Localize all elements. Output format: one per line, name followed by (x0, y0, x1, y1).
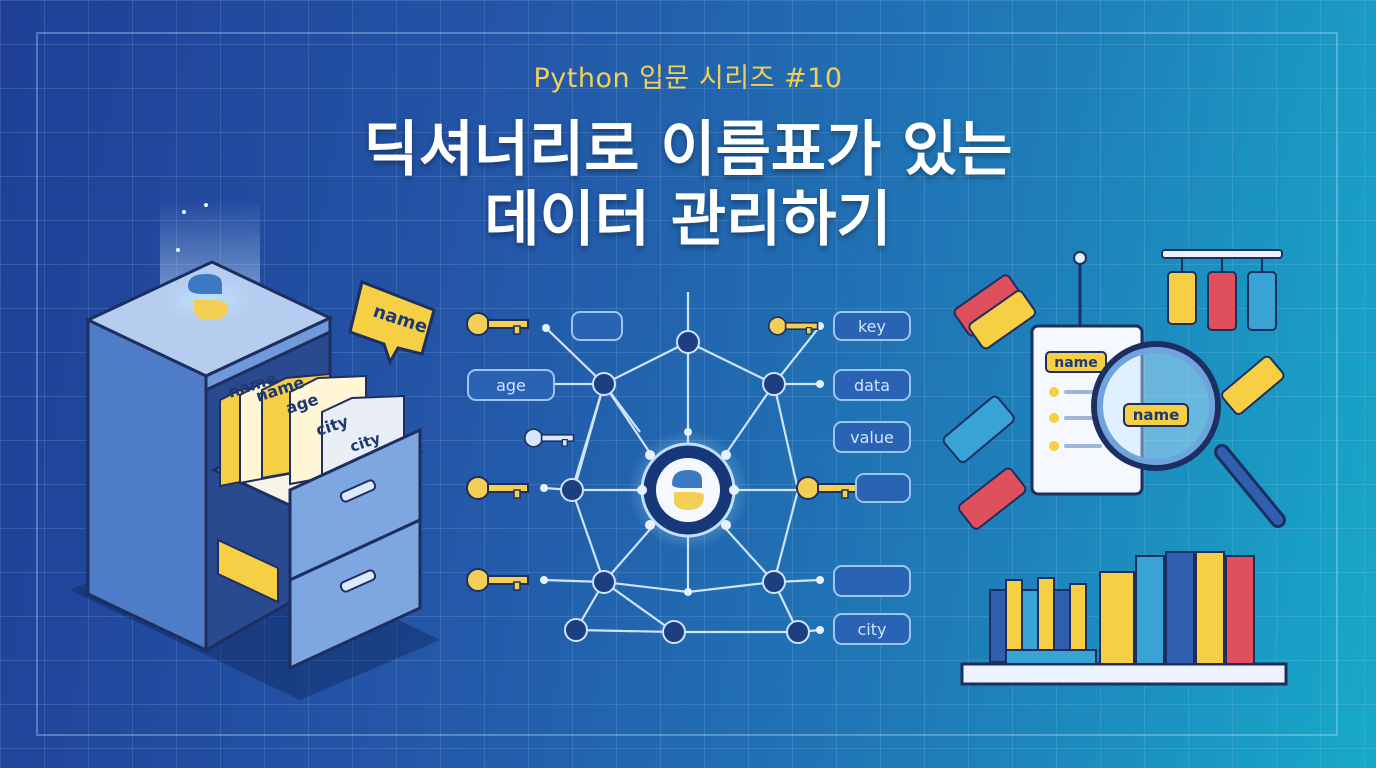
red-tag-icon (957, 467, 1027, 530)
dictionary-network (540, 292, 824, 644)
hanging-tag-icon (1247, 258, 1277, 331)
label-boxes: age key data value city (467, 311, 911, 645)
loose-tags (942, 274, 1285, 530)
hub-python-logo-icon (672, 470, 704, 510)
key-icon (524, 428, 575, 448)
inner-frame (36, 32, 1338, 736)
key-icon (796, 476, 857, 500)
hanging-tag-icon (1167, 258, 1197, 325)
folder-stack: name name age city city (219, 368, 405, 500)
hanging-tag-icon (1207, 258, 1237, 331)
key-icon (768, 316, 819, 336)
key-icon (466, 568, 529, 592)
tag-rail (1161, 249, 1283, 331)
yellow-tag-icon (1221, 355, 1285, 415)
key-icon (466, 312, 529, 336)
box-label-age: age (496, 376, 526, 395)
series-label: Python 입문 시리즈 #10 (533, 63, 843, 94)
bookshelf-icon (960, 551, 1288, 686)
name-bubble: name (348, 279, 436, 366)
python-logo-icon (188, 274, 228, 320)
key-icon (466, 476, 529, 500)
blue-tag-icon (942, 395, 1015, 464)
lens-tag-label: name (1133, 406, 1180, 424)
filing-cabinet-icon: name name age city city (70, 200, 440, 700)
document-tag-label: name (1054, 355, 1098, 371)
magnifying-glass-icon: name (1091, 341, 1286, 528)
box-label-city: city (858, 620, 887, 639)
title-line-2: 데이터 관리하기 (484, 185, 892, 255)
box-label-value: value (850, 428, 894, 447)
yellow-tag-icon (968, 289, 1037, 350)
title-line-1: 딕셔너리로 이름표가 있는 (363, 115, 1013, 185)
box-label-key: key (858, 317, 886, 336)
box-label-data: data (854, 376, 890, 395)
key-icons (466, 312, 857, 592)
